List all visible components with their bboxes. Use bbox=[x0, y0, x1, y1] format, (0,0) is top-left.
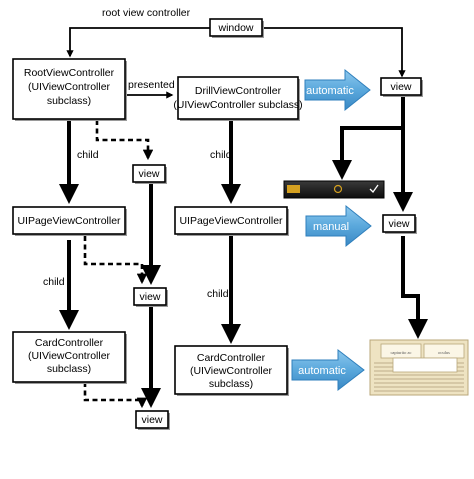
view-right-mid-label: view bbox=[388, 218, 409, 230]
window-label: window bbox=[217, 22, 253, 34]
dashed-root-view bbox=[95, 120, 154, 161]
root-vc-line-2: (UIViewController bbox=[28, 81, 111, 93]
drill-vc-line-2: (UIViewController subclass) bbox=[173, 99, 302, 111]
page-screen-text-2: oculus bbox=[438, 350, 450, 355]
child-label-left-2: child bbox=[43, 276, 65, 288]
view-box-right-mid bbox=[382, 214, 416, 233]
card-left-line-2: (UIViewController bbox=[28, 350, 111, 362]
view-box-left-1 bbox=[132, 164, 166, 183]
card-left-line-3: subclass) bbox=[47, 363, 91, 375]
page-screen-text-1: capturito ac bbox=[390, 350, 411, 355]
presented-label: presented bbox=[128, 79, 175, 91]
view-left-3-label: view bbox=[141, 414, 162, 426]
root-view-controller-box bbox=[12, 58, 126, 120]
root-vc-line-3: subclass) bbox=[47, 95, 91, 107]
card-mid-line-2: (UIViewController bbox=[190, 365, 273, 377]
card-mid-line-1: CardController bbox=[197, 352, 266, 364]
window-box bbox=[209, 18, 263, 37]
dashed-card-view bbox=[83, 382, 148, 409]
view-box-left-2 bbox=[133, 287, 167, 306]
child-label-left-1: child bbox=[77, 149, 99, 161]
view-to-page-screen-arrow bbox=[401, 236, 428, 339]
manual-label: manual bbox=[313, 221, 349, 233]
navbar-button-icon bbox=[287, 185, 300, 193]
navbar-screenshot bbox=[283, 180, 385, 199]
card-mid-line-3: subclass) bbox=[209, 378, 253, 390]
manual-arrow: manual bbox=[305, 204, 372, 248]
view-box-left-3 bbox=[135, 410, 169, 429]
page-screenshot: capturito ac oculus bbox=[369, 339, 469, 396]
view-to-navbar-arrow bbox=[332, 97, 405, 180]
card-left-line-1: CardController bbox=[35, 337, 104, 349]
view-top-right-label: view bbox=[390, 81, 411, 93]
drill-vc-line-1: DrillViewController bbox=[195, 85, 282, 97]
navbar-gear-icon bbox=[333, 184, 343, 194]
page-vc-mid-label: UIPageViewController bbox=[179, 215, 283, 227]
page-view-controller-left-box bbox=[12, 206, 126, 235]
root-view-controller-label: root view controller bbox=[102, 7, 191, 19]
view-left-1-label: view bbox=[138, 168, 159, 180]
view-left-2-label: view bbox=[139, 291, 160, 303]
child-label-mid-2: child bbox=[207, 288, 229, 300]
page-vc-left-label: UIPageViewController bbox=[17, 215, 121, 227]
card-controller-mid-box bbox=[174, 345, 288, 395]
drill-view-controller-box bbox=[177, 76, 299, 120]
child-label-mid-1: child bbox=[210, 149, 232, 161]
automatic-arrow-top: automatic bbox=[304, 68, 371, 112]
automatic-bottom-label: automatic bbox=[298, 365, 346, 377]
automatic-arrow-bottom: automatic bbox=[291, 348, 365, 392]
root-vc-line-1: RootViewController bbox=[24, 67, 115, 79]
view-box-top-right bbox=[380, 77, 422, 96]
connector-window-view bbox=[262, 27, 406, 78]
dashed-page-view bbox=[83, 236, 148, 285]
navbar-check-icon bbox=[369, 184, 379, 194]
card-controller-left-box bbox=[12, 331, 126, 383]
connector-window-root bbox=[66, 27, 210, 58]
page-view-controller-mid-box bbox=[174, 206, 288, 235]
automatic-top-label: automatic bbox=[306, 85, 354, 97]
